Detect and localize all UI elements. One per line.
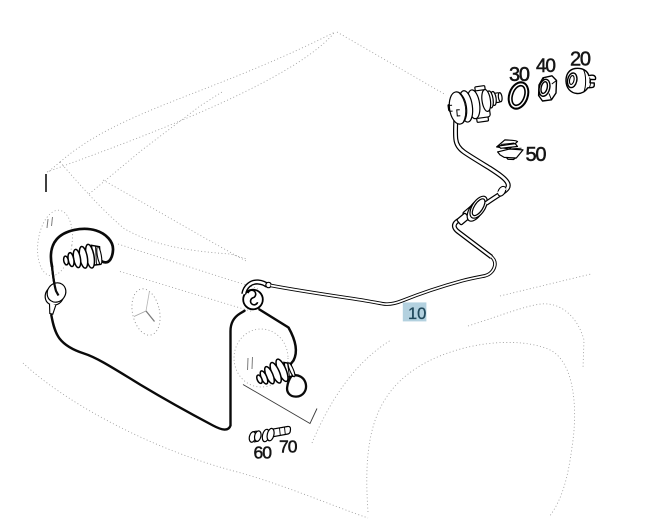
svg-text:70: 70 [279, 437, 298, 457]
svg-text:50: 50 [526, 144, 547, 166]
svg-text:20: 20 [570, 48, 591, 70]
svg-text:10: 10 [408, 305, 426, 323]
svg-text:30: 30 [509, 64, 530, 86]
svg-text:40: 40 [536, 56, 555, 77]
svg-text:60: 60 [254, 443, 273, 463]
